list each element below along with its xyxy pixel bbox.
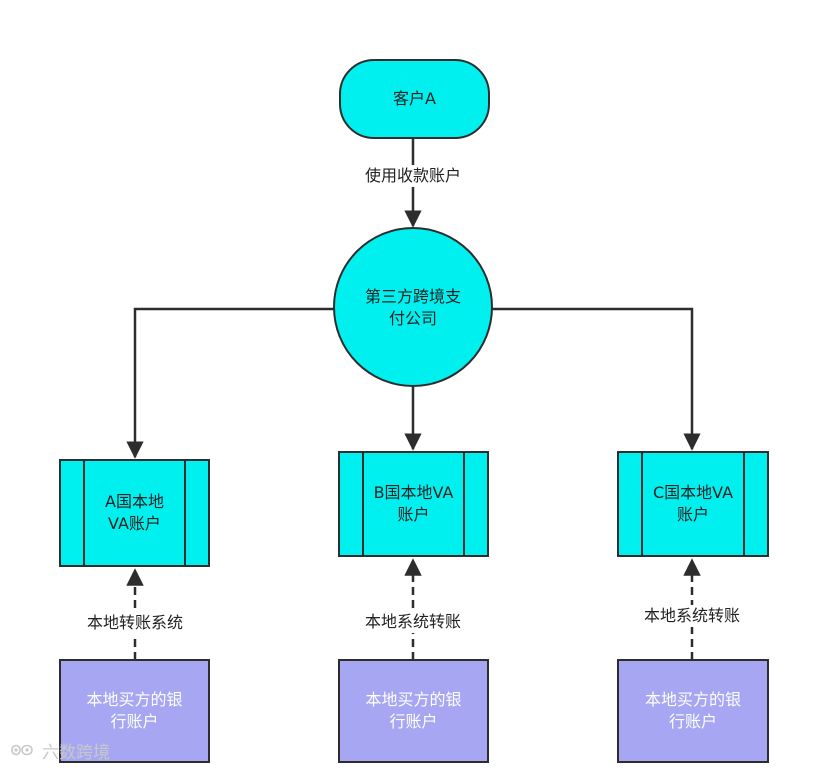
bank-b-label: 本地买方的银 行账户 [365,690,462,731]
bank-c-label: 本地买方的银 行账户 [644,690,741,731]
edge-platform-to-va-a [126,307,334,459]
watermark-text: 六数跨境 [42,742,110,763]
va-a-label: A国本地 VA账户 [105,492,164,533]
va-c-node [617,451,769,557]
customer-label: 客户A [393,89,436,108]
bank-a-label: 本地买方的银 行账户 [86,690,183,731]
edge-label-text: 使用收款账户 [362,165,463,187]
bank-c-node [617,659,769,763]
va-b-node [338,451,489,557]
edge-label-bank-b: 本地系统转账 [333,610,493,634]
va-c-label: C国本地VA 账户 [652,483,734,524]
customer-node [339,59,490,139]
edge-label-text: 本地系统转账 [362,611,463,633]
platform-label: 第三方跨境支 付公司 [364,287,461,328]
edge-label-text: 本地转账系统 [84,612,185,634]
va-a-node [59,459,210,567]
edge-platform-to-va-c [492,307,701,451]
watermark-logo-icon [11,744,33,756]
watermark: 六数跨境 [8,738,110,763]
bank-a-node [59,659,210,763]
edge-label-bank-a: 本地转账系统 [55,611,215,635]
bank-b-node [338,659,489,763]
edge-label-text: 本地系统转账 [641,605,742,627]
edge-label-customer-to-platform: 使用收款账户 [333,164,493,188]
va-b-label: B国本地VA 账户 [373,483,454,524]
edge-label-bank-c: 本地系统转账 [612,604,772,628]
